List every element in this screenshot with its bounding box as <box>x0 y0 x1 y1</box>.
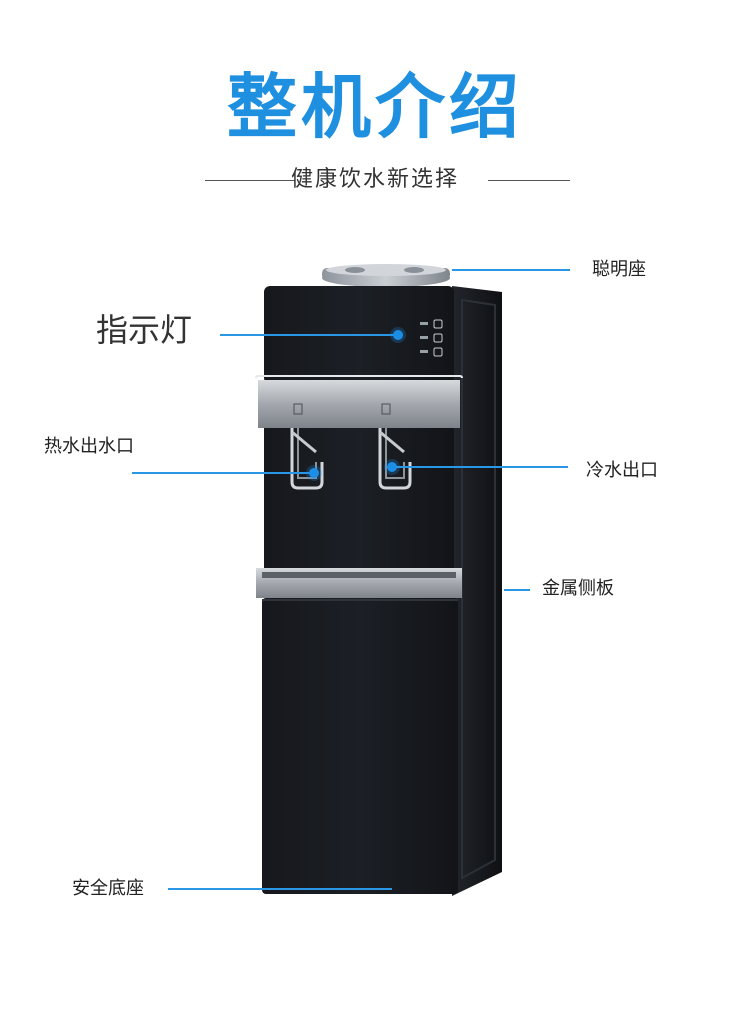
smart-seat <box>322 264 450 287</box>
safety-base-leader <box>168 888 392 890</box>
cold-water-outlet-leader <box>396 466 568 468</box>
cold-water-tap <box>378 428 412 490</box>
subtitle-left-divider <box>205 180 295 181</box>
metal-side-panel-label: 金属侧板 <box>542 578 614 599</box>
page-subtitle: 健康饮水新选择 <box>290 167 459 192</box>
hot-water-outlet-dot <box>309 468 319 478</box>
cold-water-outlet-dot <box>387 462 397 472</box>
indicator-light-label: 指示灯 <box>96 311 193 349</box>
hot-water-outlet-leader <box>132 472 312 474</box>
indicator-light-leader <box>220 334 396 336</box>
tap-panel <box>255 375 463 428</box>
smart-seat-label: 聪明座 <box>592 259 646 280</box>
smart-seat-leader <box>452 269 570 271</box>
safety-base-label: 安全底座 <box>72 878 144 899</box>
page-title: 整机介绍 <box>227 66 523 148</box>
metal-side-panel <box>452 286 502 896</box>
cold-water-outlet-label: 冷水出口 <box>586 460 658 481</box>
subtitle-row: 健康饮水新选择 <box>0 163 750 197</box>
lower-cabinet <box>262 598 458 894</box>
drip-tray <box>256 568 462 598</box>
indicator-light-dot <box>393 330 403 340</box>
indicator-lights <box>420 319 443 357</box>
metal-side-panel-leader <box>504 589 530 591</box>
subtitle-right-divider <box>488 180 570 181</box>
hot-water-outlet-label: 热水出水口 <box>44 436 134 457</box>
